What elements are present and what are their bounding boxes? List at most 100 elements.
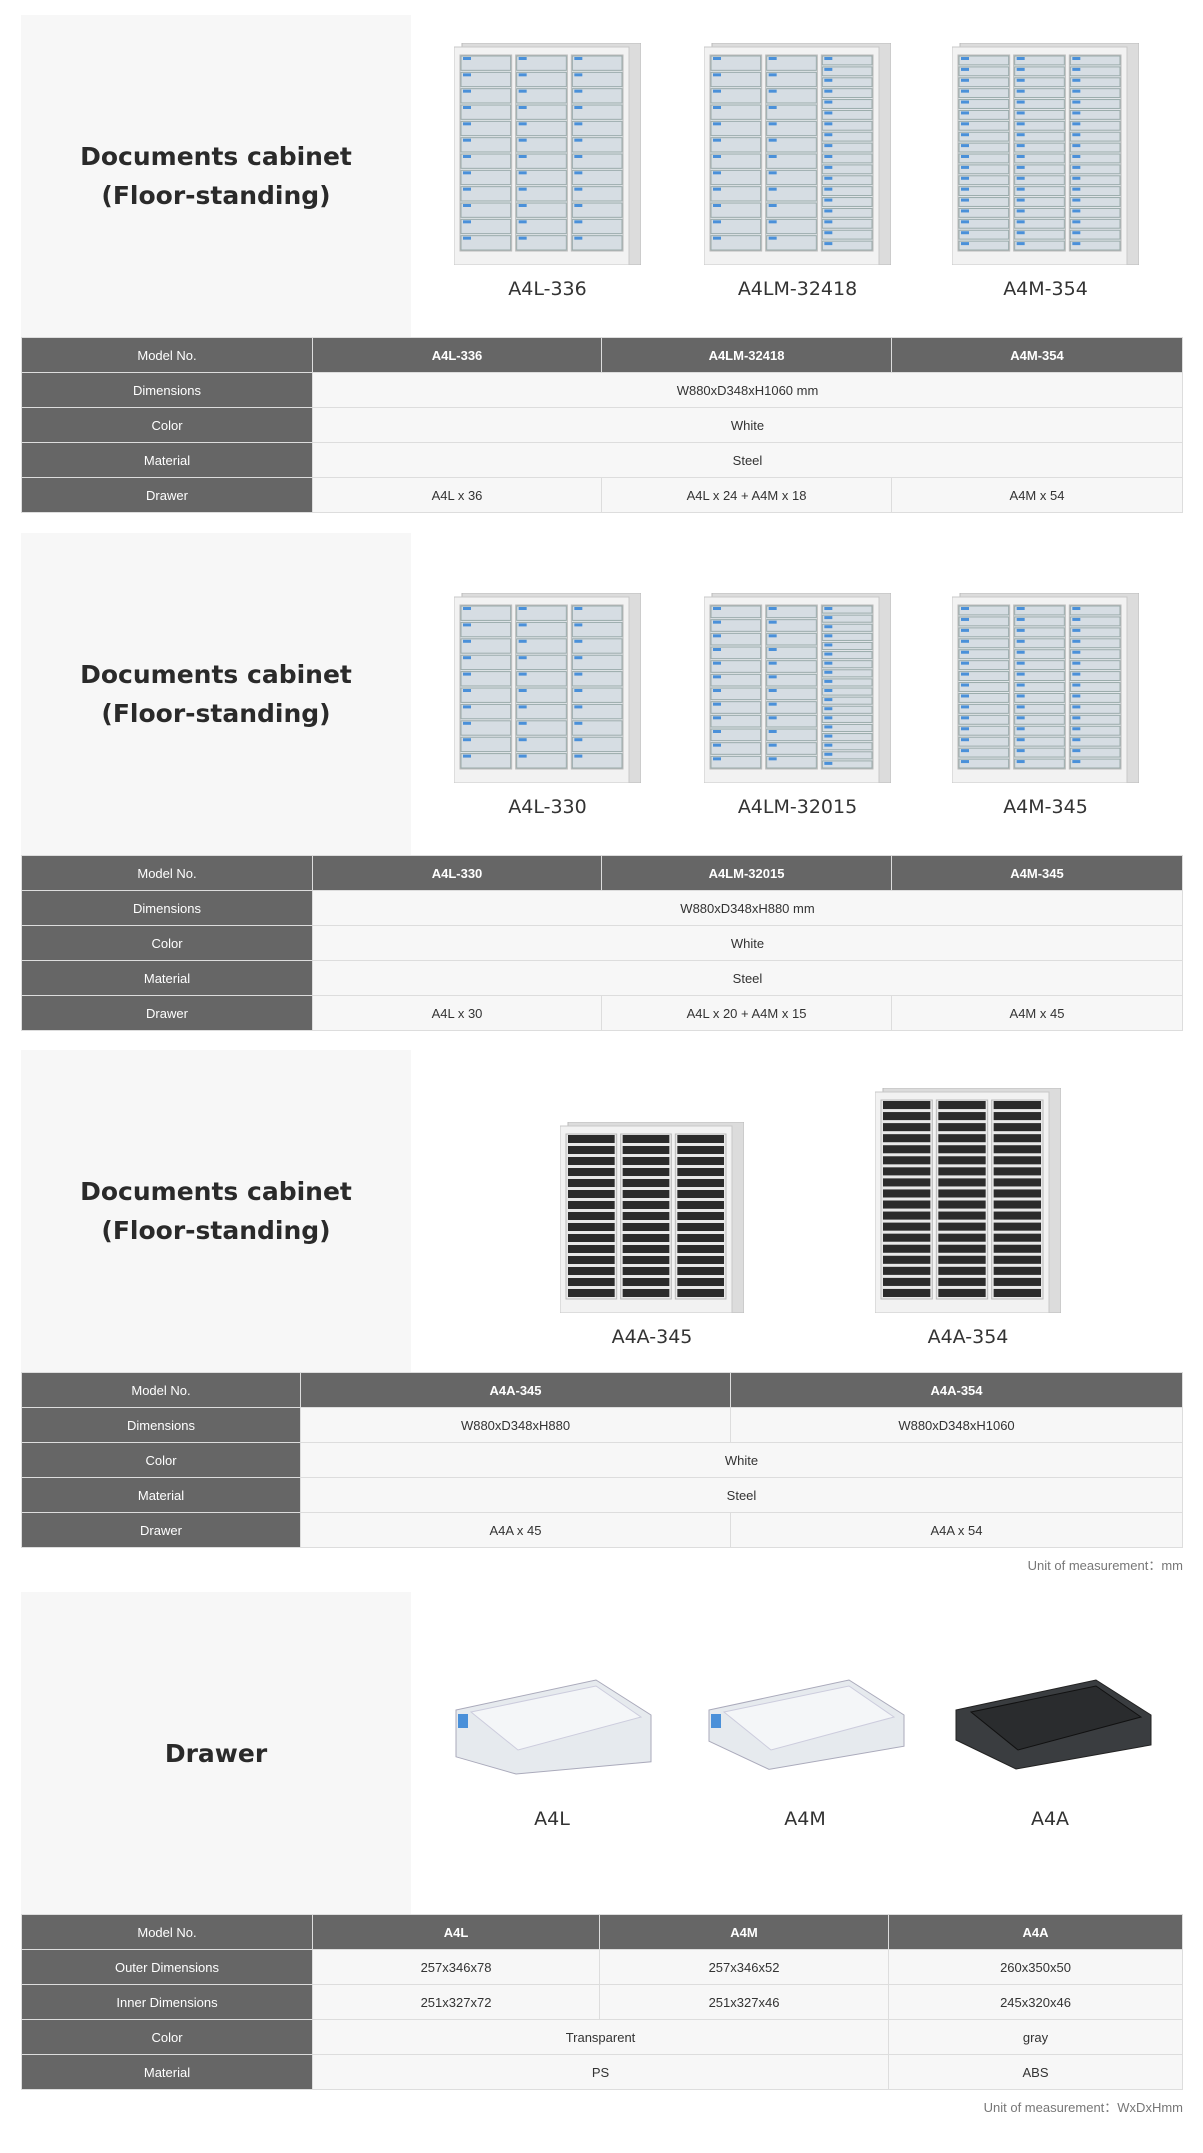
cabinet-drawer	[993, 1101, 1041, 1110]
drawer-label	[713, 648, 721, 651]
drawer-label	[463, 639, 471, 643]
drawer-label	[824, 231, 833, 235]
product-a4m-354[interactable]: A4M-354	[951, 42, 1140, 300]
cabinet-drawer	[821, 742, 873, 751]
product-a4l[interactable]: A4L	[446, 1670, 658, 1830]
drawer-label	[1016, 78, 1025, 82]
drawer-label	[1016, 100, 1025, 104]
drawer-label	[768, 757, 777, 761]
model-label: Model No.	[21, 337, 313, 373]
drawer-label	[961, 89, 969, 93]
drawer-label	[768, 716, 777, 720]
cabinet-column	[880, 1099, 933, 1300]
cabinet-drawer	[938, 1211, 986, 1220]
cabinet-drawer	[622, 1267, 670, 1275]
drawer-label	[518, 155, 527, 158]
cabinet-drawer	[677, 1201, 724, 1209]
cabinet-drawer	[766, 742, 817, 755]
drawer-label	[961, 639, 969, 643]
drawer-label	[824, 616, 833, 620]
drawer-label	[1016, 176, 1025, 180]
product-a4a-345[interactable]: A4A-345	[559, 1121, 745, 1348]
drawer-label	[1016, 89, 1025, 93]
cabinet-drawer	[821, 751, 873, 760]
cabinet-drawer	[1069, 218, 1121, 229]
cabinet-drawer	[460, 71, 512, 88]
drawer-label	[1016, 639, 1025, 643]
drawer-label	[824, 661, 833, 665]
cabinet-drawer	[622, 1157, 670, 1165]
cabinet-drawer	[821, 705, 873, 714]
material-cell: ABS	[888, 2054, 1183, 2090]
cabinet-drawer	[568, 1278, 615, 1286]
product-caption: A4A-345	[611, 1326, 693, 1348]
drawer-label	[1072, 220, 1081, 224]
cabinet-drawer	[571, 186, 623, 202]
drawer-label	[1072, 617, 1081, 621]
drawer-label	[768, 730, 777, 733]
drawer-label	[1072, 144, 1081, 148]
drawer-label	[824, 761, 833, 765]
drawer-label	[961, 617, 969, 621]
cabinet-drawer	[1014, 120, 1065, 131]
cabinet-drawer	[1014, 616, 1065, 627]
cabinet-drawer	[710, 137, 762, 153]
drawer-label	[463, 705, 471, 709]
drawer-label	[824, 707, 833, 711]
product-a4m-345[interactable]: A4M-345	[951, 592, 1140, 818]
drawer-image	[708, 1679, 905, 1770]
product-a4lm-32015[interactable]: A4LM-32015	[703, 592, 892, 818]
product-a4a[interactable]: A4A	[946, 1670, 1154, 1830]
drawer-label	[1072, 176, 1081, 180]
drawer-label	[768, 620, 777, 624]
drawer-label	[1072, 242, 1081, 246]
cabinet-drawer	[1014, 638, 1065, 649]
cabinet-drawer	[766, 632, 817, 646]
drawer-label	[961, 242, 969, 246]
row-label: Inner Dimensions	[21, 1984, 313, 2020]
cabinet-drawer	[516, 104, 567, 120]
cabinet-drawer	[710, 218, 762, 235]
cabinet-drawer	[460, 621, 512, 638]
cabinet-drawer	[516, 88, 567, 104]
section-title: Documents cabinet (Floor-standing)	[21, 533, 411, 855]
cabinet-column	[957, 54, 1011, 252]
drawer-label	[1072, 628, 1081, 632]
drawer-label	[1072, 738, 1081, 742]
drawer-label	[713, 661, 721, 665]
dimensions-cell: W880xD348xH1060	[730, 1407, 1183, 1443]
cabinet-drawer	[568, 1223, 615, 1231]
cabinet-drawer	[571, 605, 623, 621]
product-a4a-354[interactable]: A4A-354	[874, 1087, 1062, 1348]
product-a4l-330[interactable]: A4L-330	[453, 592, 642, 818]
product-a4m[interactable]: A4M	[699, 1670, 911, 1830]
product-a4l-336[interactable]: A4L-336	[453, 42, 642, 300]
product-a4lm-32418[interactable]: A4LM-32418	[703, 42, 892, 300]
drawer-label	[824, 607, 833, 610]
model-label: Model No.	[21, 1914, 313, 1950]
cabinet-drawer	[821, 186, 873, 197]
drawer-label	[824, 242, 833, 246]
cabinet-drawer	[1069, 240, 1121, 251]
color-cell: White	[300, 1442, 1183, 1478]
color-cell: Transparent	[312, 2019, 889, 2055]
drawer-label	[1072, 165, 1081, 169]
drawer-label	[961, 683, 969, 687]
cabinet-image	[453, 42, 642, 266]
cabinet-drawer	[1014, 186, 1065, 197]
drawer-inner	[469, 1685, 643, 1751]
unit-note: Unit of measurement：WxDxHmm	[983, 2100, 1183, 2115]
row-label: Color	[21, 1442, 301, 1478]
cabinet-drawer	[821, 614, 873, 623]
drawer-label	[574, 738, 583, 742]
cabinet-drawer	[1014, 682, 1065, 692]
drawer-label	[824, 155, 833, 158]
cabinet-drawer	[958, 229, 1010, 240]
drawer-label	[711, 1714, 721, 1728]
cabinet-drawer	[958, 758, 1010, 769]
drawer-label	[961, 231, 969, 235]
cabinet-drawer	[516, 605, 567, 621]
drawer-label	[713, 204, 721, 207]
cabinet-drawer	[883, 1266, 931, 1275]
drawer-label	[518, 656, 527, 660]
